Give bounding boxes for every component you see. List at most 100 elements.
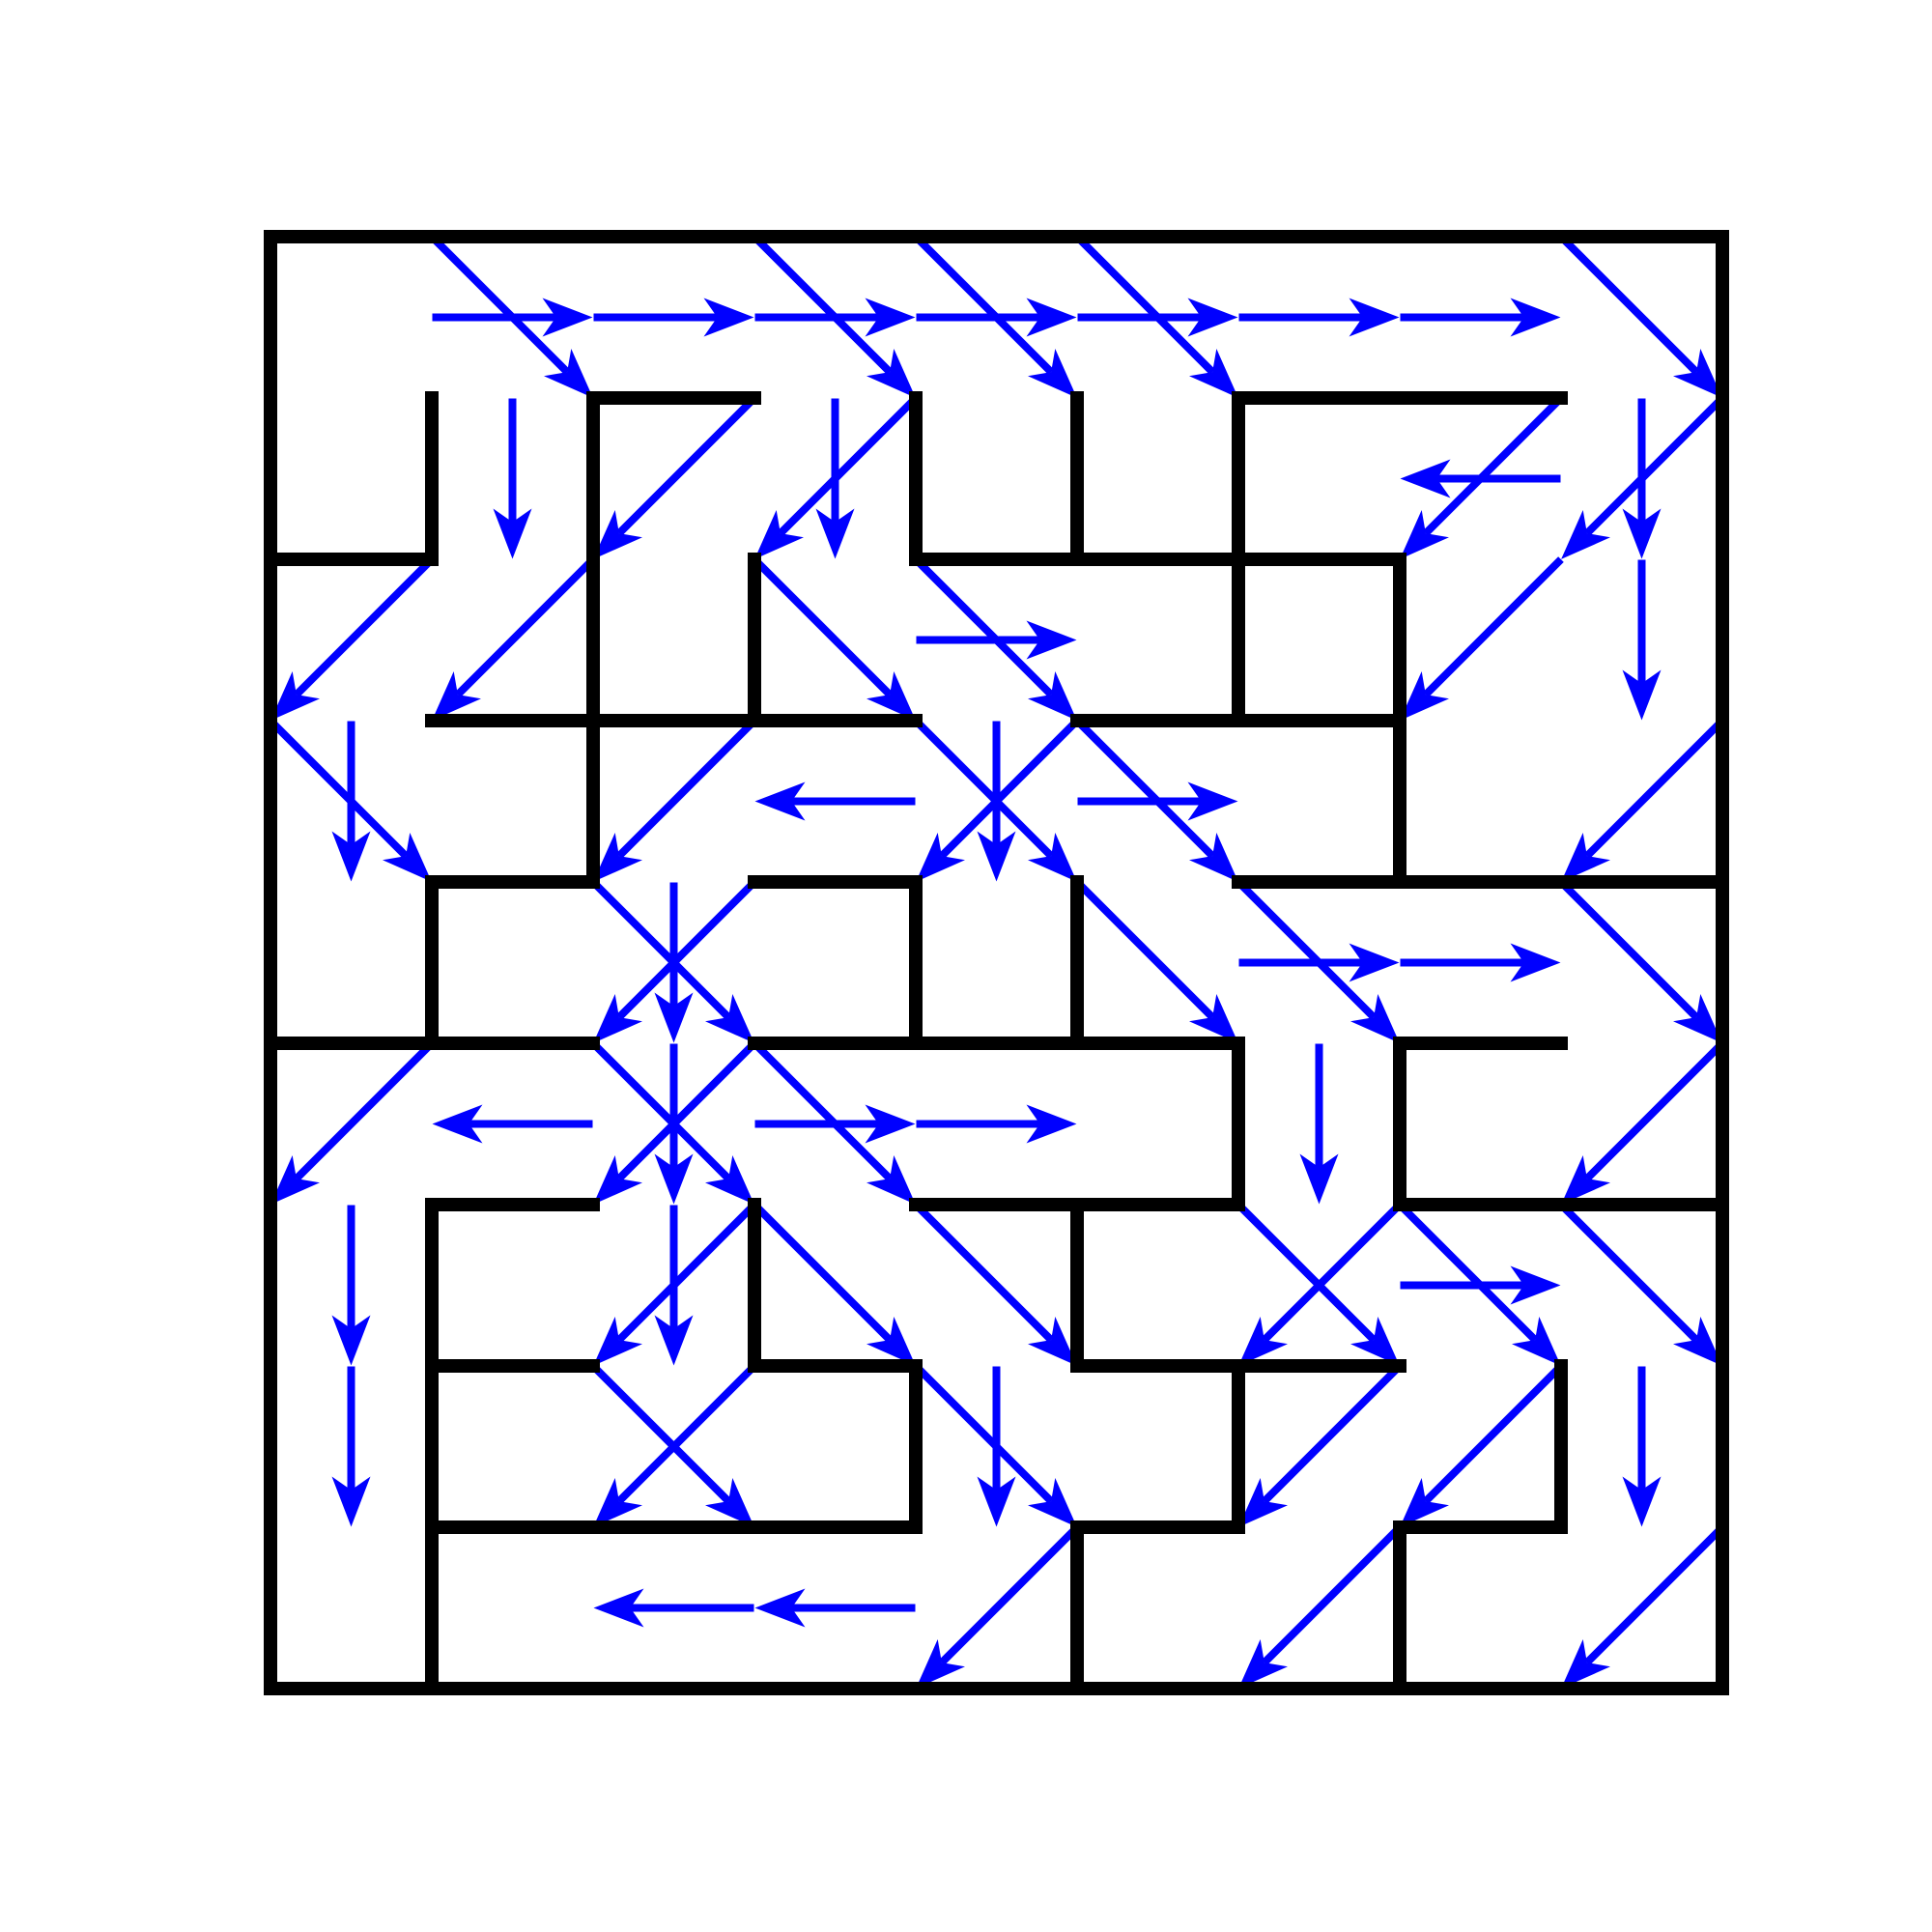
- arrow-head: [542, 298, 593, 337]
- arrow-shaft: [1423, 1363, 1564, 1504]
- arrow-down-left-icon: [1561, 395, 1725, 559]
- arrow-shaft: [590, 1363, 731, 1504]
- arrow-head: [867, 1155, 916, 1205]
- arrow-shaft: [1074, 234, 1215, 375]
- arrow-down-right-icon: [590, 1363, 754, 1527]
- arrow-shaft: [1584, 718, 1725, 859]
- arrow-right-icon: [916, 298, 1077, 337]
- arrow-head: [1510, 943, 1561, 982]
- arrow-head: [865, 298, 916, 337]
- arrow-down-left-icon: [270, 556, 435, 721]
- arrow-shaft: [752, 1202, 893, 1343]
- arrow-down-right-icon: [1074, 718, 1238, 882]
- arrow-down-right-icon: [1074, 879, 1238, 1043]
- arrow-shaft: [294, 1040, 435, 1181]
- arrow-shaft: [1558, 879, 1699, 1020]
- arrow-down-right-icon: [429, 234, 593, 398]
- arrow-down-left-icon: [1561, 1524, 1725, 1689]
- arrow-head: [1622, 1476, 1662, 1527]
- arrow-shaft: [1262, 1202, 1403, 1343]
- arrow-head: [1028, 671, 1077, 721]
- arrow-head: [1400, 459, 1451, 498]
- arrow-down-right-icon: [268, 718, 432, 882]
- walls-layer: [264, 230, 1729, 1695]
- arrow-right-icon: [593, 298, 754, 337]
- arrow-head: [1673, 994, 1722, 1043]
- arrow-shaft: [1074, 879, 1215, 1020]
- arrow-down-left-icon: [593, 879, 757, 1043]
- arrow-shaft: [616, 718, 757, 859]
- arrow-shaft: [616, 1202, 757, 1343]
- arrow-head: [1187, 298, 1238, 337]
- arrow-head: [1622, 669, 1662, 721]
- arrow-head: [1028, 1478, 1077, 1527]
- arrow-down-icon: [1622, 559, 1662, 721]
- arrow-head: [865, 1104, 916, 1144]
- arrow-head: [1510, 298, 1561, 337]
- arrow-shaft: [429, 234, 570, 375]
- arrow-head: [383, 833, 432, 882]
- arrow-head: [331, 1315, 371, 1366]
- arrow-shaft: [752, 1040, 893, 1181]
- arrow-head: [1189, 833, 1238, 882]
- arrow-head: [1238, 1639, 1288, 1689]
- arrow-shaft: [616, 1040, 757, 1181]
- arrow-head: [593, 1588, 644, 1628]
- arrow-down-left-icon: [1238, 1363, 1403, 1527]
- arrow-head: [1561, 510, 1610, 559]
- arrow-head: [1561, 1155, 1610, 1205]
- arrow-down-left-icon: [593, 1202, 757, 1366]
- arrow-head: [593, 1155, 642, 1205]
- arrow-right-icon: [1400, 1265, 1561, 1305]
- arrow-head: [754, 510, 804, 559]
- arrow-shaft: [616, 879, 757, 1020]
- arrow-down-left-icon: [593, 395, 757, 559]
- arrow-down-left-icon: [1400, 556, 1564, 721]
- arrow-shaft: [1236, 1202, 1377, 1343]
- arrow-down-right-icon: [590, 1040, 754, 1205]
- arrow-shaft: [752, 556, 893, 697]
- arrow-down-right-icon: [752, 556, 916, 721]
- arrow-right-icon: [916, 1104, 1077, 1144]
- arrow-down-icon: [331, 721, 371, 882]
- arrow-left-icon: [754, 1588, 916, 1628]
- arrow-head: [705, 1155, 754, 1205]
- arrow-down-right-icon: [1236, 1202, 1400, 1366]
- arrow-shaft: [616, 395, 757, 536]
- arrow-head: [1028, 833, 1077, 882]
- arrow-shaft: [1074, 718, 1215, 859]
- arrow-shaft: [590, 879, 731, 1020]
- arrow-head: [1350, 994, 1400, 1043]
- arrow-right-icon: [1077, 781, 1238, 821]
- arrow-head: [593, 833, 642, 882]
- arrow-shaft: [1262, 1524, 1403, 1665]
- arrow-head: [1561, 833, 1610, 882]
- arrow-shaft: [1584, 1040, 1725, 1181]
- arrow-down-right-icon: [752, 1202, 916, 1366]
- arrow-shaft: [616, 1363, 757, 1504]
- arrow-head: [1400, 510, 1449, 559]
- arrow-head: [1350, 1317, 1400, 1366]
- arrow-head: [1026, 298, 1077, 337]
- arrow-shaft: [752, 234, 893, 375]
- arrow-head: [593, 994, 642, 1043]
- arrow-shaft: [778, 395, 919, 536]
- arrow-head: [1026, 620, 1077, 660]
- arrow-down-icon: [493, 398, 532, 559]
- arrow-right-icon: [1400, 298, 1561, 337]
- arrow-down-icon: [977, 721, 1016, 882]
- arrow-head: [977, 831, 1016, 882]
- arrow-head: [1622, 508, 1662, 559]
- arrow-down-left-icon: [432, 556, 596, 721]
- arrow-head: [1238, 1317, 1288, 1366]
- arrow-head: [270, 1155, 320, 1205]
- arrow-shaft: [913, 1363, 1054, 1504]
- arrow-shaft: [1262, 1363, 1403, 1504]
- arrow-head: [593, 1478, 642, 1527]
- arrow-down-icon: [654, 882, 694, 1043]
- arrow-head: [1189, 994, 1238, 1043]
- arrow-head: [867, 1317, 916, 1366]
- arrow-down-left-icon: [1561, 1040, 1725, 1205]
- arrow-down-right-icon: [1236, 879, 1400, 1043]
- arrow-down-left-icon: [593, 1363, 757, 1527]
